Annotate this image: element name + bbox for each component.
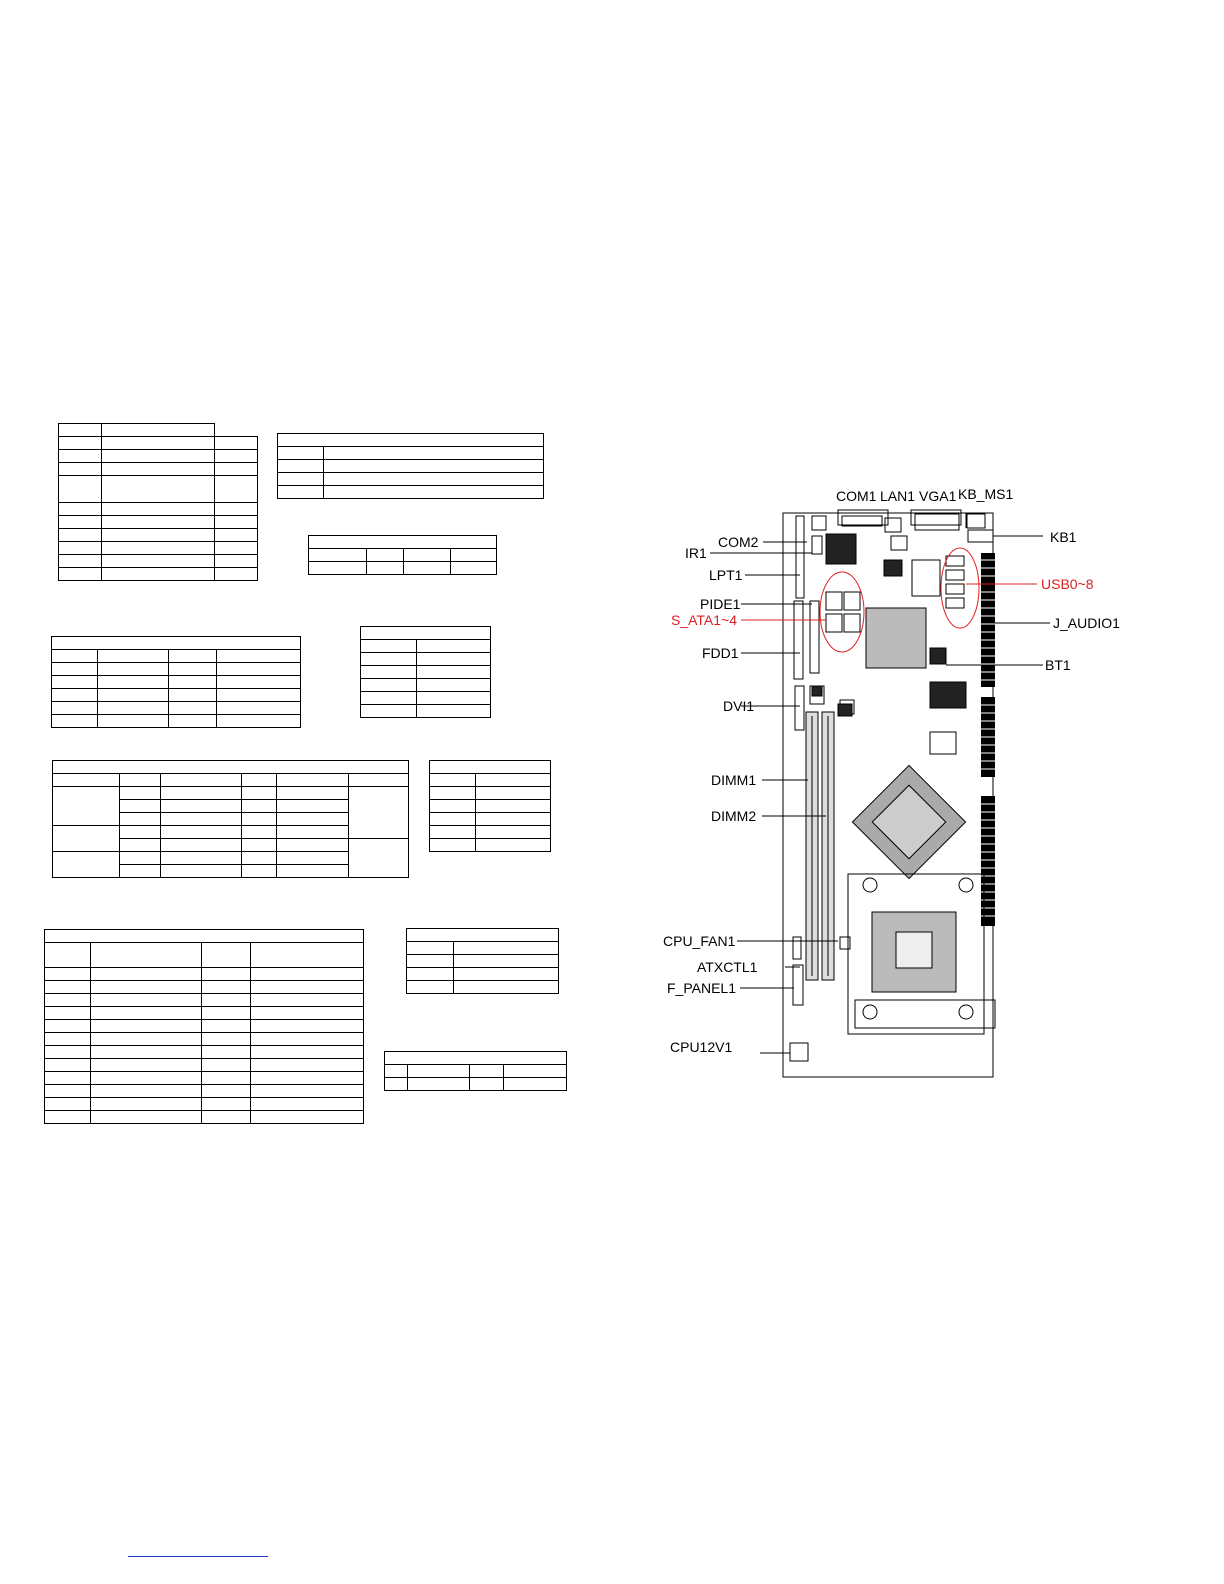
cpu-socket xyxy=(847,873,996,1035)
label-dvi1: DVI1 xyxy=(723,698,754,714)
label-kb-ms1: KB_MS1 xyxy=(958,486,1013,502)
label-kb1: KB1 xyxy=(1050,529,1077,545)
pin-table xyxy=(429,760,551,852)
pin-table xyxy=(44,929,364,1124)
footer-link-underline[interactable] xyxy=(128,1556,268,1557)
highlight-leaders xyxy=(741,583,1037,621)
pin-table xyxy=(406,928,559,994)
label-j-audio1: J_AUDIO1 xyxy=(1053,615,1120,631)
edge-fingers xyxy=(981,553,995,926)
leader-lines xyxy=(710,535,1050,1054)
left-headers xyxy=(789,515,855,1062)
callout-labels: COM1 LAN1 VGA1 KB_MS1 COM2 IR1 LPT1 PIDE… xyxy=(663,486,1120,1055)
label-lpt1: LPT1 xyxy=(709,567,743,583)
label-cpu12v1: CPU12V1 xyxy=(670,1039,732,1055)
dimm-slots xyxy=(805,711,835,981)
highlight-ellipses xyxy=(819,547,980,653)
edge-finger-gaps xyxy=(981,559,995,917)
pin-table xyxy=(58,436,258,581)
label-ir1: IR1 xyxy=(685,545,707,561)
label-dimm1: DIMM1 xyxy=(711,772,756,788)
label-fdd1: FDD1 xyxy=(702,645,739,661)
pin-table xyxy=(307,535,498,575)
label-sata: S_ATA1~4 xyxy=(671,612,737,628)
label-usb: USB0~8 xyxy=(1041,576,1094,592)
label-cpu-fan1: CPU_FAN1 xyxy=(663,933,736,949)
label-pide1: PIDE1 xyxy=(700,596,741,612)
label-bt1: BT1 xyxy=(1045,657,1071,673)
pin-table xyxy=(52,760,409,878)
io-connectors xyxy=(841,513,994,551)
label-vga1: VGA1 xyxy=(919,488,957,504)
pin-table xyxy=(277,433,544,499)
label-com2: COM2 xyxy=(718,534,759,550)
pin-table xyxy=(51,636,301,728)
pin-table xyxy=(384,1051,567,1091)
usb-headers xyxy=(945,555,965,609)
chips xyxy=(811,533,967,755)
label-f-panel1: F_PANEL1 xyxy=(667,980,736,996)
label-dimm2: DIMM2 xyxy=(711,808,756,824)
northbridge-chip xyxy=(851,764,967,880)
pin-table xyxy=(360,626,491,718)
label-com1: COM1 xyxy=(836,488,877,504)
label-atxctl1: ATXCTL1 xyxy=(697,959,758,975)
label-lan1: LAN1 xyxy=(880,488,915,504)
sata-connectors xyxy=(825,591,861,633)
